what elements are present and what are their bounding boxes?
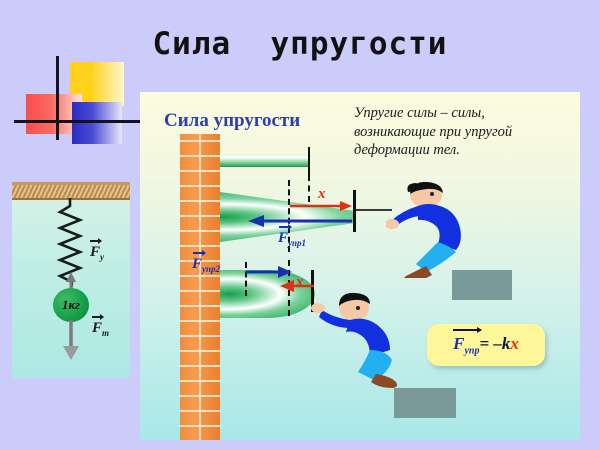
elastic-force-subscript-lower: упр2	[202, 264, 221, 274]
force-down-subscript: т	[102, 328, 110, 338]
compressed-spring	[220, 270, 315, 318]
equilibrium-dashed-line-upper	[288, 180, 290, 252]
formula-subscript: упр	[464, 345, 480, 357]
coil-spring-icon	[56, 198, 84, 291]
displacement-label-upper: x	[318, 186, 326, 202]
relaxed-spring	[220, 155, 310, 167]
formula-box: Fупр= –kx	[427, 324, 545, 366]
elastic-force-label-lower: Fупр2	[192, 250, 221, 274]
force-up-label: Fу	[90, 238, 105, 262]
force-down-arrow	[63, 320, 79, 360]
relaxed-spring-end-plate	[308, 147, 310, 175]
person-pushing	[306, 288, 426, 398]
equilibrium-dashed-line-lower	[288, 260, 290, 316]
main-illustration-panel: Сила упругости Упругие силы – силы, возн…	[140, 92, 580, 440]
force-down-label: Fт	[92, 314, 110, 338]
mass-label: 1кг	[62, 297, 80, 312]
elastic-force-label-upper: Fупр1	[278, 224, 307, 248]
definition-text: Упругие силы – силы, возникающие при упр…	[354, 105, 513, 159]
formula-operator: = –k	[479, 333, 511, 353]
person-pulling	[385, 181, 496, 282]
elastic-force-formula: Fупр= –kx	[453, 326, 519, 357]
decorative-logo	[14, 56, 154, 144]
pull-rod	[356, 209, 392, 211]
hanging-spring-panel: Fу 1кг Fт	[12, 182, 130, 378]
formula-variable: x	[510, 333, 519, 353]
logo-vertical-line	[56, 56, 59, 140]
brick-wall	[180, 134, 220, 440]
support-block-bottom	[394, 388, 456, 418]
logo-blue-square	[72, 102, 122, 144]
mass-ball: 1кг	[53, 288, 89, 322]
compressed-spring-plate	[311, 270, 314, 312]
reference-dashed-line-top	[308, 175, 310, 223]
reference-dashed-line-lower	[245, 262, 247, 296]
logo-horizontal-line	[14, 120, 154, 123]
panel-heading: Сила упругости	[164, 110, 301, 131]
page-title: Сила упругости	[152, 26, 448, 62]
support-block-top	[452, 270, 512, 300]
force-up-subscript: у	[100, 252, 105, 262]
elastic-force-subscript-upper: упр1	[288, 238, 307, 248]
displacement-label-lower: x	[296, 274, 304, 290]
stretched-spring-plate	[353, 190, 356, 232]
